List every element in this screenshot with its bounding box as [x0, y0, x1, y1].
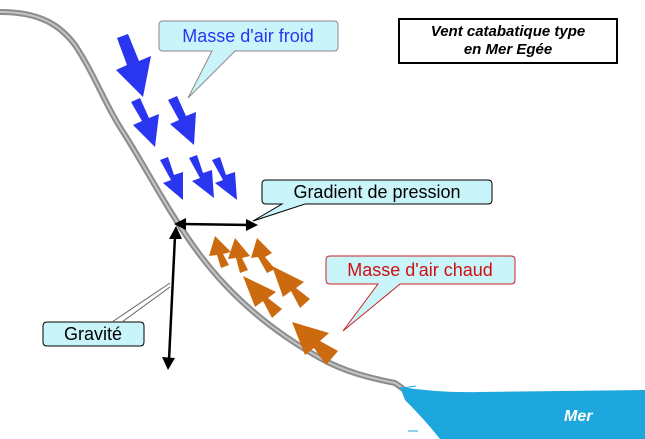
mountain-slope [0, 9, 443, 433]
warm-air-label: Masse d'air chaud [347, 260, 493, 280]
sea-area [400, 387, 645, 439]
warm-air-arrow [292, 322, 338, 365]
warm-air-arrow [209, 236, 231, 268]
warm-air-arrow [251, 238, 275, 273]
cold-air-arrow [160, 157, 183, 200]
cold-air-arrow [212, 157, 237, 200]
pressure-gradient-callout: Gradient de pression [252, 179, 493, 222]
cold-air-arrow [189, 155, 214, 198]
gravity-callout: Gravité [42, 282, 171, 347]
cold-air-label: Masse d'air froid [182, 26, 313, 46]
gravity-label: Gravité [64, 324, 122, 344]
pressure-gradient-label: Gradient de pression [293, 182, 460, 202]
warm-air-arrow [272, 266, 310, 308]
cold-air-arrow [168, 96, 196, 145]
diagram-title: Vent catabatique type en Mer Egée [398, 18, 618, 64]
warm-air-arrow [228, 238, 250, 273]
sea-label: Mer [564, 408, 593, 425]
gravity-arrow [162, 226, 182, 370]
warm-air-arrow [243, 276, 282, 318]
title-line-1: Vent catabatique type [430, 23, 586, 40]
warm-air-callout: Masse d'air chaud [325, 255, 516, 332]
cold-air-callout: Masse d'air froid [158, 20, 339, 99]
cold-air-arrow [131, 98, 159, 147]
cold-air-arrow [116, 34, 151, 97]
title-line-2: en Mer Egée [463, 41, 553, 58]
pressure-gradient-arrow [174, 218, 258, 231]
